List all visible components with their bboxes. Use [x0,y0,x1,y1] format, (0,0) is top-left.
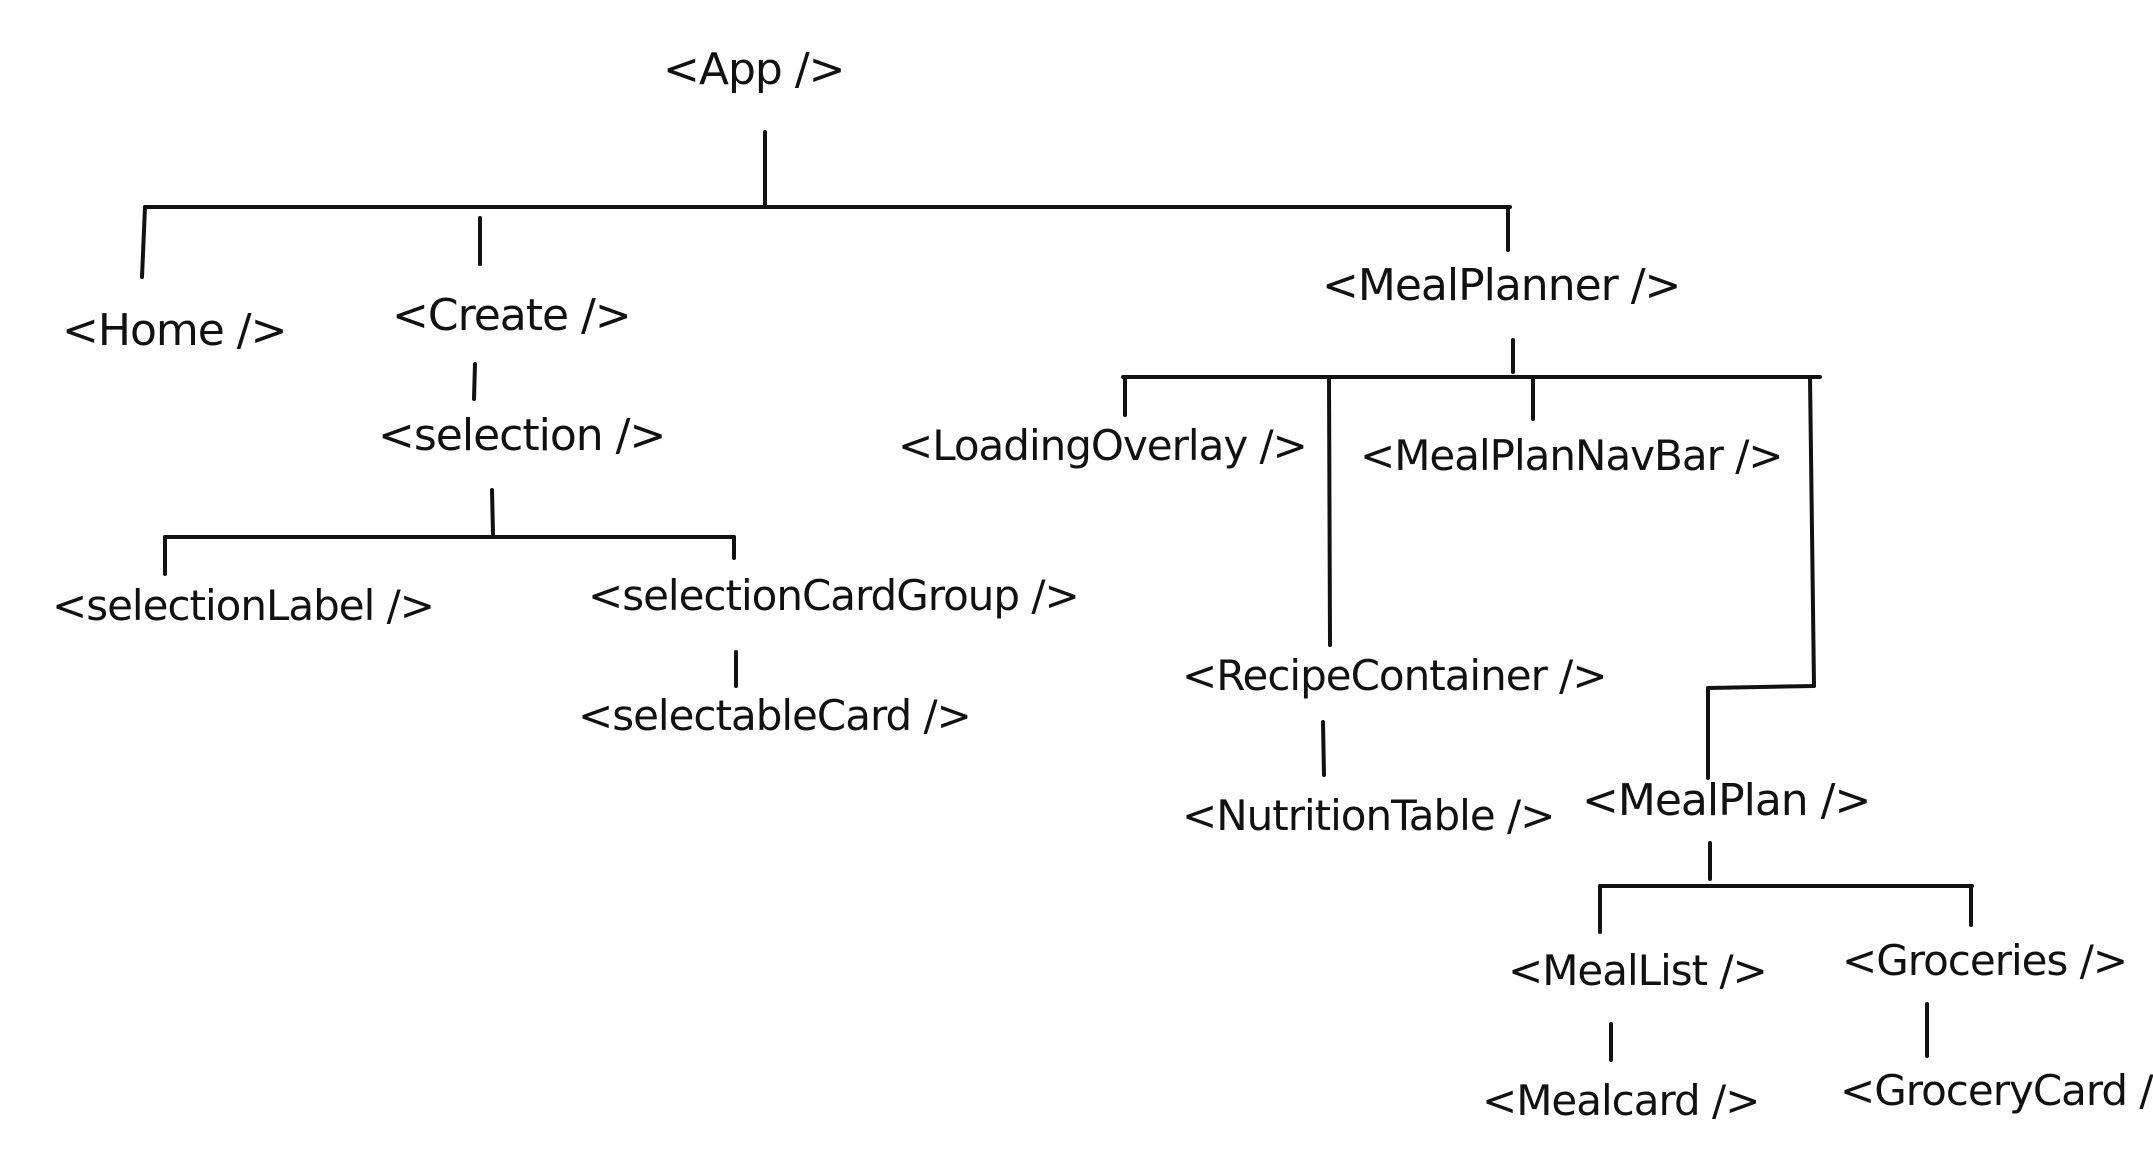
node-selection-label: <selectionLabel /> [52,581,434,630]
node-nutrition-table: <NutritionTable /> [1182,791,1554,840]
node-meal-list: <MealList /> [1508,946,1767,995]
edge-recipe-nutrition [1321,720,1326,777]
node-app: <App /> [663,44,845,95]
node-create: <Create /> [392,290,631,341]
node-meal-plan-nav-bar: <MealPlanNavBar /> [1360,431,1783,480]
node-selection: <selection /> [378,410,665,461]
node-selectable-card: <selectableCard /> [578,691,971,740]
edge-create-selection [472,362,477,401]
edge-mealplanner-mealplan [1706,375,1816,780]
node-home: <Home /> [62,305,286,356]
node-selection-card-group: <selectionCardGroup /> [588,571,1079,620]
node-meal-card: <Mealcard /> [1482,1076,1759,1125]
node-grocery-card: <GroceryCard /> [1840,1066,2153,1115]
edge-app-home [140,205,147,279]
edge-selection-stem [490,488,495,536]
node-groceries: <Groceries /> [1842,936,2127,985]
node-recipe-container: <RecipeContainer /> [1182,651,1607,700]
edges [140,130,1974,1062]
node-meal-planner: <MealPlanner /> [1322,260,1680,311]
edge-mealplanner-recipe [1327,376,1332,647]
node-loading-overlay: <LoadingOverlay /> [898,421,1307,470]
nodes: <App /> <Home /> <Create /> <selection /… [52,44,2153,1125]
node-meal-plan: <MealPlan /> [1582,775,1870,826]
